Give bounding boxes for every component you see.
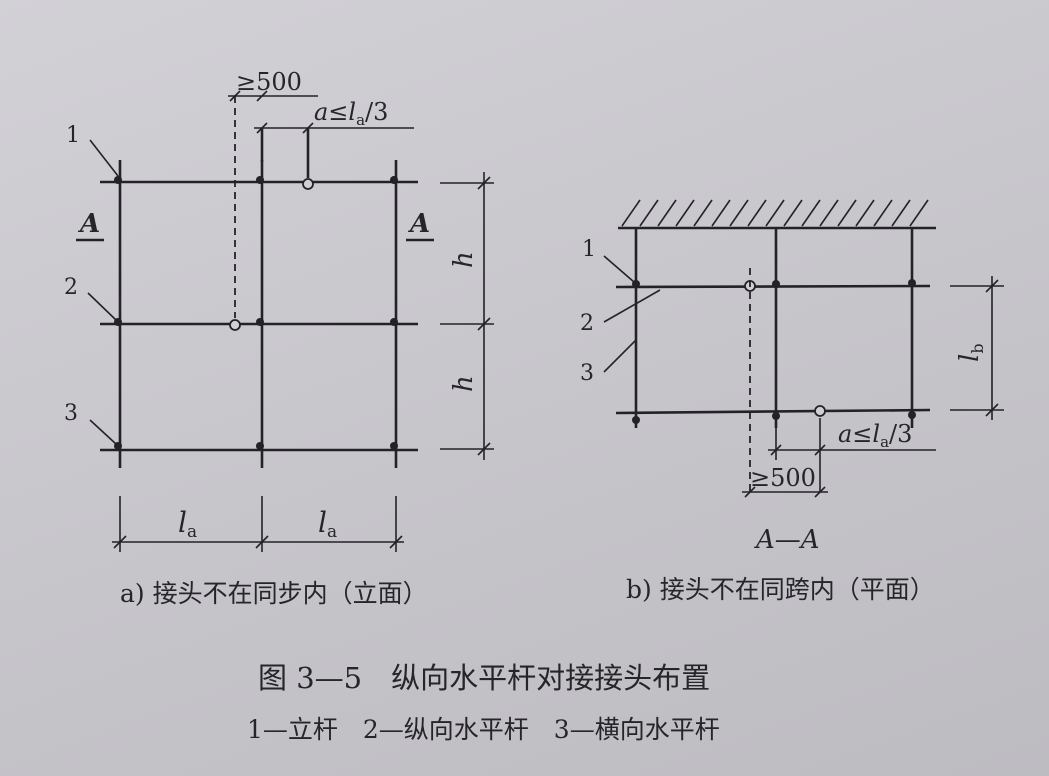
dim-tick — [302, 122, 314, 134]
dim-la-text: l — [318, 506, 327, 539]
dim-a-tail: /3 — [365, 98, 388, 126]
dim-tick — [255, 535, 269, 549]
dim-tick — [229, 90, 241, 102]
dim-tick — [477, 317, 491, 331]
dim-a-subscript: a — [356, 111, 365, 129]
node-dot — [772, 280, 780, 288]
diagram-a-elevation: ≥500 a≤la/3 1 2 3 A A h h — [64, 68, 494, 552]
wall-hatching — [621, 199, 929, 227]
dim-tick — [814, 444, 826, 456]
dim-a-label: a≤la/3 — [314, 98, 388, 129]
node-dot — [632, 416, 640, 424]
leader-line — [603, 289, 661, 323]
dim-tick — [814, 486, 826, 498]
leader-line — [603, 255, 635, 283]
dim-la-subscript: a — [187, 522, 197, 542]
node-dot — [256, 176, 264, 184]
caption-a: a) 接头不在同步内（立面） — [120, 579, 428, 608]
label-longitudinal-bar: 2 — [580, 311, 594, 336]
diagram-b-plan: 1 2 3 lb a≤la/3 ≥500 A—A — [580, 199, 1004, 555]
label-pole: 1 — [66, 123, 80, 148]
dim-tick — [256, 90, 268, 102]
figure-title: 图 3—5 纵向水平杆对接接头布置 — [258, 661, 711, 695]
dim-a-subscript: a — [880, 433, 889, 451]
figure-legend: 1—立杆 2—纵向水平杆 3—横向水平杆 — [247, 715, 720, 744]
dim-tick — [770, 444, 782, 456]
label-longitudinal-bar: 2 — [64, 275, 78, 300]
node-dot — [256, 318, 264, 326]
node-dot — [390, 442, 398, 450]
butt-joint-marker — [229, 319, 241, 331]
dim-offset-label: ≥500 — [236, 68, 302, 96]
leader-line — [89, 419, 117, 445]
dim-la-right: la — [318, 506, 337, 542]
dim-h-upper: h — [449, 251, 479, 268]
dim-tick — [477, 442, 491, 456]
leader-line — [89, 139, 119, 177]
dim-lb-text: l — [955, 354, 985, 362]
node-dot — [772, 412, 780, 420]
butt-joint-marker — [302, 178, 314, 190]
label-transverse-bar: 3 — [580, 361, 594, 386]
butt-joint-marker — [814, 405, 826, 417]
node-dot — [114, 176, 122, 184]
dim-a-text: a≤l — [314, 98, 356, 126]
dim-la-left: la — [178, 506, 197, 542]
label-transverse-bar: 3 — [64, 401, 78, 426]
leader-line — [603, 339, 637, 373]
dim-tick — [985, 403, 999, 417]
node-dot — [908, 279, 916, 287]
dim-a-text: a≤l — [838, 420, 880, 448]
longitudinal-bar-lower — [615, 408, 931, 415]
dim-la-subscript: a — [327, 522, 337, 542]
section-mark-left: A — [77, 209, 100, 239]
dim-tick — [389, 535, 403, 549]
dim-lb-label: lb — [955, 343, 987, 362]
node-dot — [908, 411, 916, 419]
dim-la-text: l — [178, 506, 187, 539]
section-mark-right: A — [407, 209, 430, 239]
dim-tick — [256, 122, 268, 134]
dim-tick — [113, 535, 127, 549]
dim-offset-label: ≥500 — [750, 464, 816, 492]
node-dot — [390, 318, 398, 326]
caption-b: b) 接头不在同跨内（平面） — [626, 575, 935, 604]
dim-a-label: a≤la/3 — [838, 420, 912, 451]
leader-line — [87, 292, 117, 321]
dim-h-lower: h — [449, 375, 479, 392]
dim-tick — [477, 176, 491, 190]
dim-tick — [744, 486, 756, 498]
dim-lb-subscript: b — [968, 343, 987, 353]
label-pole: 1 — [582, 237, 596, 262]
section-title: A—A — [754, 525, 820, 555]
node-dot — [256, 442, 264, 450]
node-dot — [390, 176, 398, 184]
dim-tick — [985, 279, 999, 293]
dim-a-tail: /3 — [889, 420, 912, 448]
